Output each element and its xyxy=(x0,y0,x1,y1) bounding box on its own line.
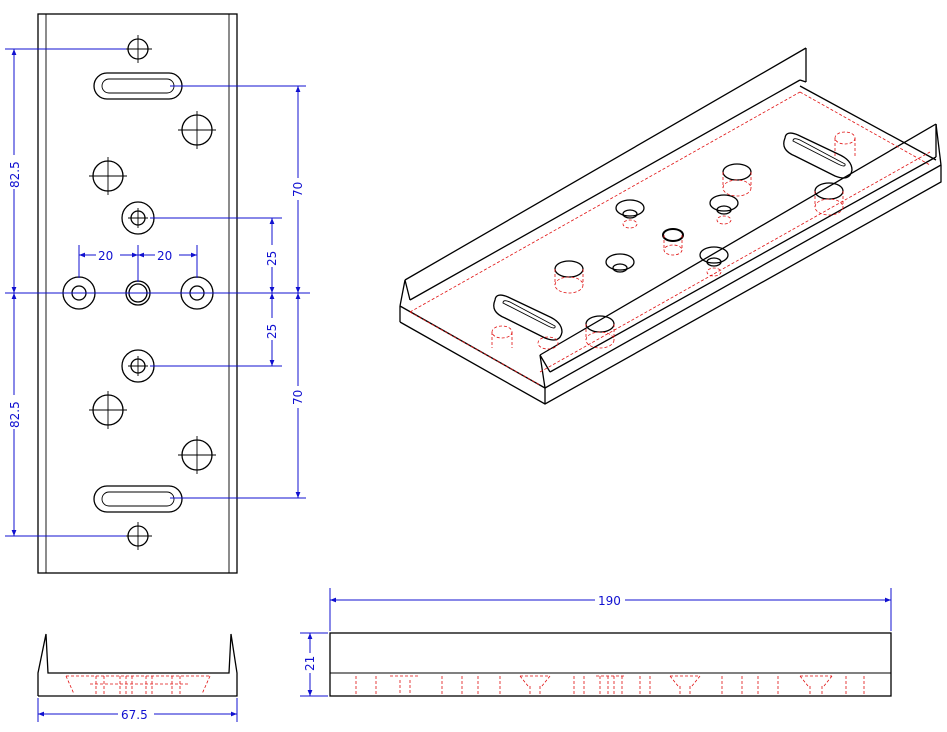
hole-upper-left xyxy=(89,157,127,195)
dim-upper-25: 25 xyxy=(265,251,279,266)
iso-slot-right xyxy=(783,131,856,179)
hole-lower-right xyxy=(178,436,216,474)
iso-holes xyxy=(554,163,844,349)
dim-length-190: 190 xyxy=(598,594,621,608)
end-view: 67.5 xyxy=(37,633,238,722)
hole-counterbore-lower xyxy=(121,349,155,383)
dim-upper-82-5: 82.5 xyxy=(8,161,22,188)
hole-lower-left xyxy=(89,391,127,429)
dim-height-21: 21 xyxy=(303,656,317,671)
hole-bottom-center xyxy=(124,522,152,550)
hole-counterbore-upper xyxy=(121,201,155,235)
hole-upper-right xyxy=(178,111,216,149)
dim-upper-70: 70 xyxy=(291,182,305,197)
side-view: 190 21 xyxy=(300,588,892,697)
slot-top xyxy=(93,72,183,100)
dim-lower-70: 70 xyxy=(291,390,305,405)
iso-slot-left xyxy=(491,294,563,350)
dim-lower-25: 25 xyxy=(265,324,279,339)
dim-width-67-5: 67.5 xyxy=(121,708,148,722)
dim-right-20: 20 xyxy=(157,249,172,263)
dim-left-20: 20 xyxy=(98,249,113,263)
dim-lower-82-5: 82.5 xyxy=(8,401,22,428)
top-view: 82.5 82.5 70 70 25 25 20 20 xyxy=(5,13,310,574)
side-view-outline xyxy=(329,632,892,697)
top-view-dimensions xyxy=(5,48,310,537)
isometric-view xyxy=(399,47,942,405)
hole-top-center xyxy=(124,35,152,63)
slot-bottom xyxy=(93,485,183,513)
